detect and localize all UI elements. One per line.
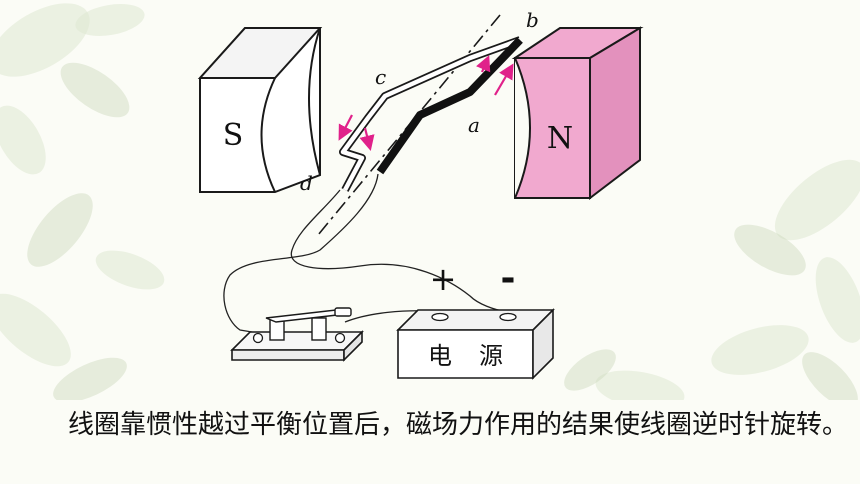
arrow-up-icon xyxy=(494,63,514,96)
label-b: b xyxy=(526,8,539,32)
motor-diagram: S N c b a d xyxy=(0,3,860,400)
coil-back-side xyxy=(340,37,521,192)
caption-text: 线圈靠惯性越过平衡位置后，磁场力作用的结果使线圈逆时针旋转。 xyxy=(68,410,849,440)
power-source: 电 源 xyxy=(396,308,555,380)
north-magnet: N xyxy=(511,26,644,201)
arrow-down-icon xyxy=(338,114,353,141)
arrow-down-icon xyxy=(359,127,375,151)
switch xyxy=(230,307,364,362)
coil-front-side xyxy=(376,37,523,175)
power-label-left: 电 xyxy=(428,342,452,370)
minus-sign: - xyxy=(501,258,516,299)
label-d: d xyxy=(300,171,313,195)
label-a: a xyxy=(468,113,480,137)
south-pole-label: S xyxy=(223,118,244,153)
south-magnet: S xyxy=(197,27,323,193)
wire-to-battery xyxy=(290,189,509,313)
power-label-right: 源 xyxy=(479,342,503,370)
wire-to-switch xyxy=(223,173,379,334)
arrow-up-icon xyxy=(476,55,491,73)
background-leaves xyxy=(0,3,860,400)
north-pole-label: N xyxy=(547,121,573,156)
plus-sign: + xyxy=(430,260,457,298)
label-c: c xyxy=(375,65,386,89)
current-arrows xyxy=(338,55,514,151)
